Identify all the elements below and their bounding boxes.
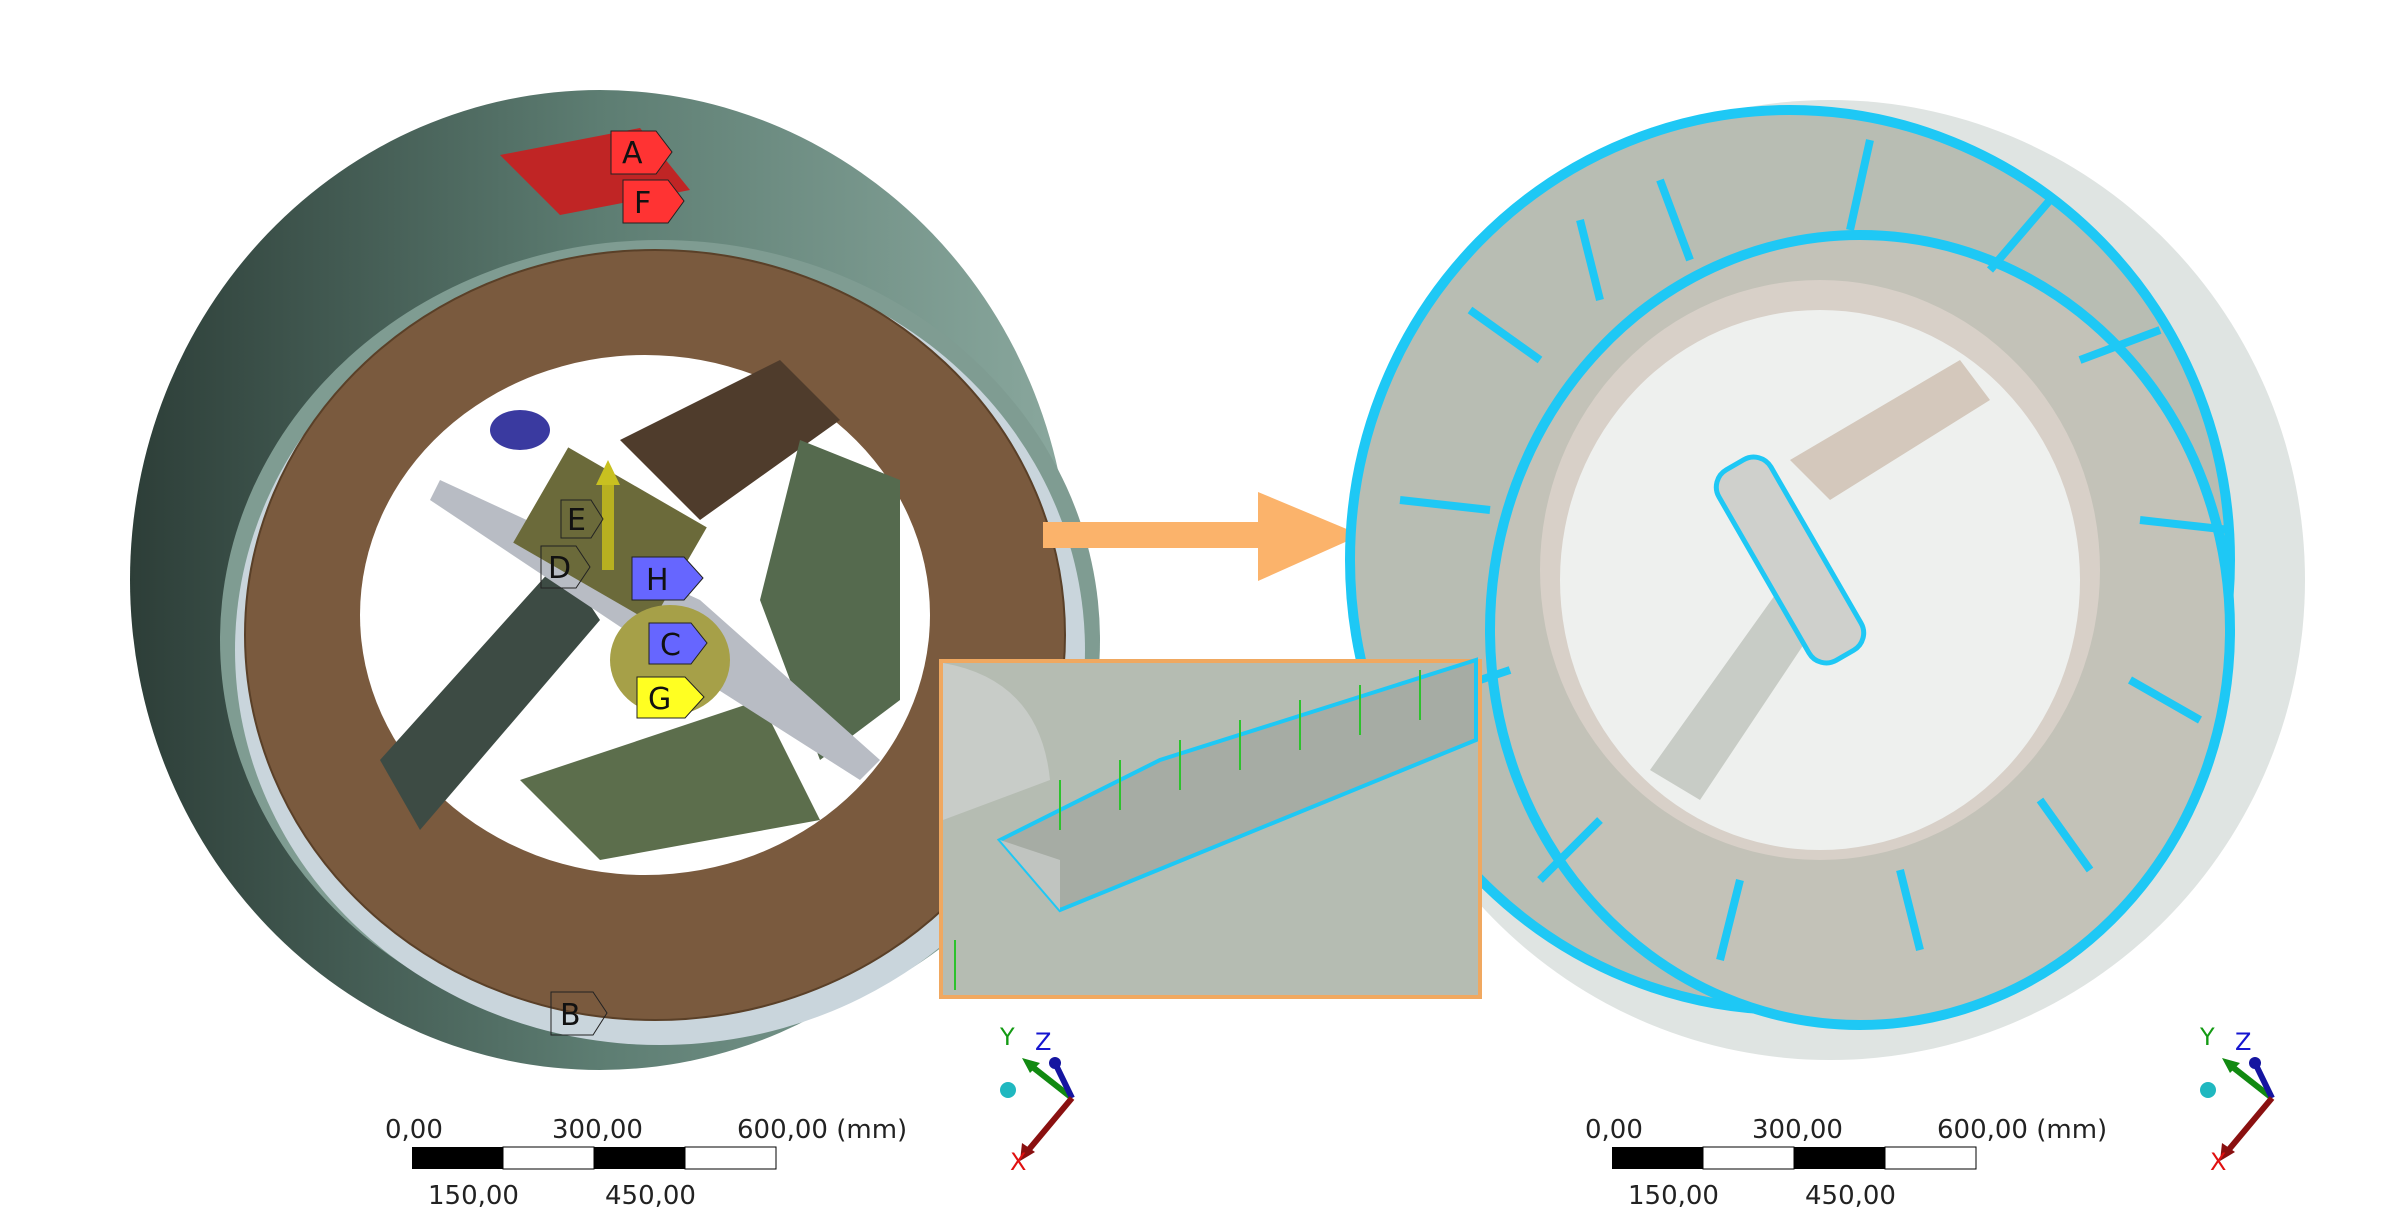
svg-text:C: C [660,628,681,663]
svg-text:E: E [567,503,586,538]
svg-text:D: D [548,551,571,586]
axis-triad-left[interactable]: Y Z X [999,1023,1075,1176]
label-c: C [648,622,708,665]
axis-triad-right[interactable]: Y Z X [2199,1023,2275,1176]
svg-text:Z: Z [1035,1028,1051,1056]
svg-text:450,00: 450,00 [605,1181,696,1211]
boundary-labels: A F E D H C G B [540,130,708,1036]
label-e: E [560,499,604,539]
label-d: D [540,545,591,589]
svg-text:Y: Y [2199,1023,2215,1051]
scale-bar-right: 0,00 300,00 600,00 (mm) 150,00 450,00 [1585,1115,2107,1211]
svg-text:0,00: 0,00 [1585,1115,1643,1145]
svg-text:H: H [646,563,669,598]
label-a: A [610,130,673,175]
svg-text:G: G [648,682,671,717]
svg-text:Z: Z [2235,1028,2251,1056]
svg-text:300,00: 300,00 [552,1115,643,1145]
svg-text:Y: Y [999,1023,1015,1051]
svg-text:A: A [622,136,643,171]
spoke [1790,360,1990,500]
svg-text:X: X [1010,1148,1026,1176]
svg-text:150,00: 150,00 [428,1181,519,1211]
svg-text:450,00: 450,00 [1805,1181,1896,1211]
svg-text:150,00: 150,00 [1628,1181,1719,1211]
transition-arrow [1043,492,1361,581]
triad-origin-icon [2200,1082,2216,1098]
svg-text:X: X [2210,1148,2226,1176]
triad-origin-icon [1000,1082,1016,1098]
label-g: G [636,676,705,719]
shaft [1713,454,1867,666]
svg-text:300,00: 300,00 [1752,1115,1843,1145]
label-b: B [550,991,608,1036]
svg-text:B: B [560,998,581,1033]
svg-text:0,00: 0,00 [385,1115,443,1145]
label-h: H [631,556,704,601]
label-f: F [622,179,685,224]
svg-text:600,00 (mm): 600,00 (mm) [1937,1115,2107,1145]
svg-text:F: F [634,186,651,221]
right-mesh-model[interactable] [1345,100,2305,1060]
svg-text:600,00 (mm): 600,00 (mm) [737,1115,907,1145]
scale-bar-left: 0,00 300,00 600,00 (mm) 150,00 450,00 [385,1115,907,1211]
detail-inset [939,657,1482,999]
